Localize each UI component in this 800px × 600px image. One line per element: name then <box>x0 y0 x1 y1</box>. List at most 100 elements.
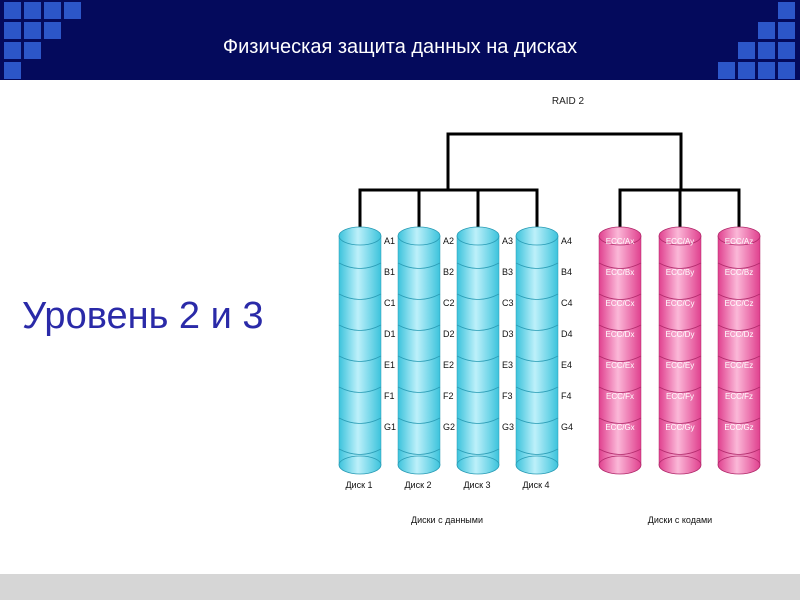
disk-platter-line <box>397 355 441 362</box>
disk-bottom <box>717 455 761 475</box>
disk-platter-line <box>598 262 642 269</box>
code-disk: ECC/AyECC/ByECC/CyECC/DyECC/EyECC/FyECC/… <box>658 226 702 475</box>
slide-title: Физическая защита данных на дисках <box>222 36 578 58</box>
raid-title: RAID 2 <box>552 96 585 107</box>
disk-name-label: Диск 1 <box>345 480 372 490</box>
data-block-label: F3 <box>502 391 513 401</box>
level-heading: Уровень 2 и 3 <box>22 295 264 337</box>
ecc-block-label: ECC/Ay <box>666 237 694 246</box>
header-square <box>44 22 61 39</box>
disk-top <box>717 226 761 246</box>
data-block-label: C3 <box>502 298 514 308</box>
code-disk: ECC/AxECC/BxECC/CxECC/DxECC/ExECC/FxECC/… <box>598 226 642 475</box>
data-block-label: B4 <box>561 267 572 277</box>
data-block-label: D2 <box>443 329 455 339</box>
header-square <box>738 42 755 59</box>
disk-platter-line <box>658 417 702 424</box>
header-square <box>778 2 795 19</box>
disk-platter-line <box>397 293 441 300</box>
header-square <box>778 42 795 59</box>
ecc-block-label: ECC/Dy <box>666 330 695 339</box>
disk-platter-line <box>397 448 441 455</box>
disk-platter-line <box>598 293 642 300</box>
disk-platter-line <box>658 293 702 300</box>
header-square <box>718 62 735 79</box>
disk-bottom <box>658 455 702 475</box>
data-block-label: D4 <box>561 329 573 339</box>
header-square <box>64 2 81 19</box>
disk-name-label: Диск 3 <box>463 480 490 490</box>
disk-top <box>456 226 500 246</box>
disk-platter-line <box>598 355 642 362</box>
data-block-label: B2 <box>443 267 454 277</box>
disk-platter-line <box>515 324 559 331</box>
ecc-block-label: ECC/Bz <box>725 268 753 277</box>
disk-platter-line <box>598 417 642 424</box>
disk-platter-line <box>717 417 761 424</box>
disk-platter-line <box>515 448 559 455</box>
disk-platter-line <box>598 324 642 331</box>
data-block-label: B1 <box>384 267 395 277</box>
disk-platter-line <box>515 262 559 269</box>
data-disks-group-label: Диски с данными <box>411 515 483 525</box>
data-block-label: C2 <box>443 298 455 308</box>
header-square <box>24 2 41 19</box>
disk-platter-line <box>397 324 441 331</box>
ecc-block-label: ECC/Gy <box>665 423 694 432</box>
disk-platter-line <box>717 324 761 331</box>
data-block-label: A4 <box>561 236 572 246</box>
footer-bar <box>0 574 800 600</box>
disk-platter-line <box>397 262 441 269</box>
disk-platter-line <box>456 324 500 331</box>
data-block-label: G2 <box>443 422 455 432</box>
disk-bottom <box>456 455 500 475</box>
disk-bottom <box>397 455 441 475</box>
disk-platter-line <box>338 324 382 331</box>
disk-body <box>515 235 559 466</box>
data-block-label: G3 <box>502 422 514 432</box>
ecc-block-label: ECC/Az <box>725 237 753 246</box>
ecc-block-label: ECC/Ex <box>606 361 634 370</box>
ecc-block-label: ECC/Ax <box>606 237 634 246</box>
data-block-label: A1 <box>384 236 395 246</box>
disk-platter-line <box>397 417 441 424</box>
ecc-block-label: ECC/Fx <box>606 392 634 401</box>
ecc-block-label: ECC/Gx <box>605 423 634 432</box>
disk-bottom <box>338 455 382 475</box>
disk-platter-line <box>717 355 761 362</box>
disk-platter-line <box>338 417 382 424</box>
disk-platter-line <box>456 448 500 455</box>
ecc-block-label: ECC/Dz <box>725 330 754 339</box>
data-block-label: F4 <box>561 391 572 401</box>
data-block-label: A3 <box>502 236 513 246</box>
disk-platter-line <box>717 262 761 269</box>
disk-platter-line <box>515 417 559 424</box>
disk-platter-line <box>658 355 702 362</box>
header-square <box>738 62 755 79</box>
data-block-label: F2 <box>443 391 454 401</box>
disk-platter-line <box>397 386 441 393</box>
data-block-label: E3 <box>502 360 513 370</box>
ecc-block-label: ECC/Dx <box>606 330 635 339</box>
connector-lines <box>358 132 741 232</box>
disk-platter-line <box>658 262 702 269</box>
ecc-block-label: ECC/Gz <box>724 423 753 432</box>
disk-body <box>456 235 500 466</box>
header-square <box>4 2 21 19</box>
disk-top <box>658 226 702 246</box>
data-block-label: B3 <box>502 267 513 277</box>
disk-body <box>397 235 441 466</box>
ecc-block-label: ECC/Fy <box>666 392 694 401</box>
disk-name-label: Диск 4 <box>522 480 549 490</box>
header-square <box>778 62 795 79</box>
data-block-label: E4 <box>561 360 572 370</box>
disk-platter-line <box>717 448 761 455</box>
header-square <box>24 22 41 39</box>
disk-platter-line <box>338 355 382 362</box>
disk-platter-line <box>598 386 642 393</box>
code-disks-group-label: Диски с кодами <box>648 515 712 525</box>
